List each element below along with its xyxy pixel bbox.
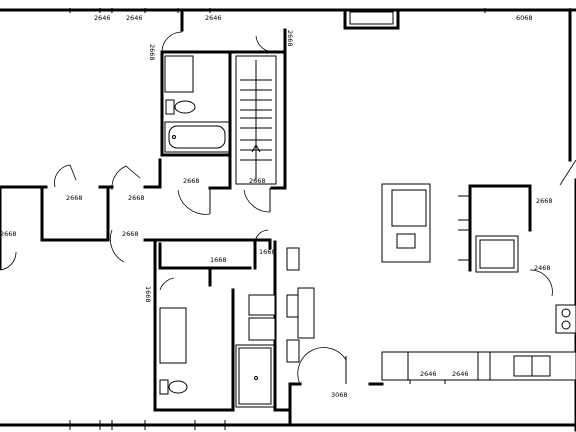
bathroom-2: 1668 1668 1668: [144, 229, 292, 412]
window-label-top-left: 2646: [94, 14, 111, 22]
door-label-stair: 2668: [249, 177, 266, 185]
pantry: 2668 2468: [458, 184, 553, 273]
left-rooms: 2668 2668 2668 2668: [0, 164, 272, 271]
bottom-wall: 3068 2646 2646: [69, 347, 576, 430]
door-label-hall: 2668: [183, 177, 200, 185]
center-hall: 2668: [158, 158, 271, 215]
exterior-walls: [0, 8, 576, 427]
shower: [235, 344, 275, 408]
door-label-bath2-side: 1668: [259, 248, 276, 256]
top-windows: 2646 2646 2646 6068: [69, 8, 571, 30]
dryer: [248, 317, 276, 341]
door-label-pantry: 2668: [536, 197, 553, 205]
toilet-1: [165, 99, 196, 115]
window-label-top-far-right: 6068: [516, 14, 533, 22]
toilet-2: [159, 379, 188, 395]
kitchen-island: [381, 183, 431, 263]
bathtub: [164, 121, 230, 153]
bathroom-1: 2668: [148, 8, 232, 190]
door-label-left-hall: 2668: [122, 230, 139, 238]
window-label-bottom-right: 2646: [452, 370, 469, 378]
door-label-closet: 2668: [286, 30, 294, 47]
washer: [248, 294, 276, 316]
door-label-bath1: 2668: [148, 44, 156, 61]
door-label-bath2: 1668: [210, 256, 227, 264]
door-label-linen: 1668: [144, 286, 152, 303]
vanity: [164, 55, 194, 93]
kitchen: 2668 2468: [286, 159, 576, 432]
window-label-bottom-left: 2646: [420, 370, 437, 378]
door-label-kitchen: 2468: [534, 264, 551, 272]
kitchen-counter: [381, 351, 576, 381]
door-label-bottom: 3068: [331, 391, 348, 399]
stair-closet: 2668 2668: [228, 28, 294, 190]
dining-table: [297, 287, 315, 339]
door-label-left-room: 2668: [0, 230, 17, 238]
window-label-top-right: 2646: [205, 14, 222, 22]
vanity-2: [159, 307, 187, 364]
door-label-left-room-b: 2668: [128, 194, 145, 202]
window-label-top-mid: 2646: [126, 14, 143, 22]
range: [555, 304, 576, 334]
door-label-left-closet: 2668: [66, 194, 83, 202]
